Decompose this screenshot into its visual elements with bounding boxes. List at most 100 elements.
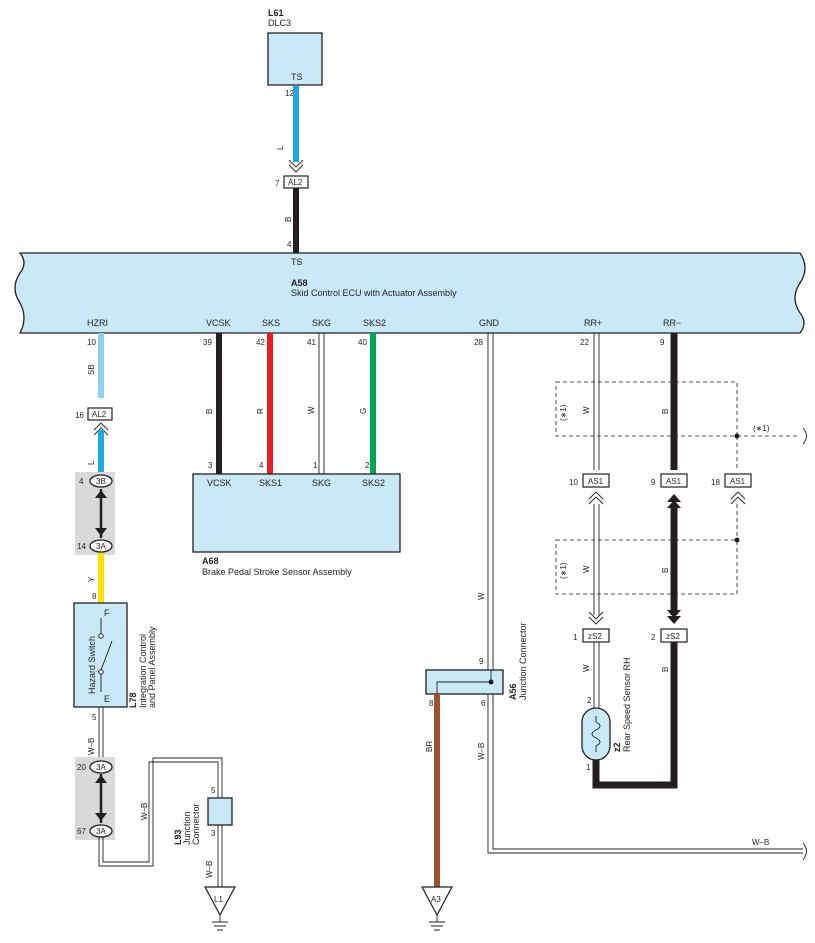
zs2-2-label: zS2 [666,632,680,641]
hazard-term-e: E [104,694,110,704]
hazard-pin-f: 8 [92,592,97,601]
ecu-terminal-rrminus: RR− [663,318,681,328]
ecu-terminal-sks2: SKS2 [363,318,386,328]
ground-symbol-icon [212,915,228,931]
option-box-2 [555,539,738,595]
l93-pin-in: 5 [211,786,216,795]
ecu-top-terminal: TS [291,257,303,267]
pin-sks2: 40 [358,338,367,347]
hazard-pin-e: 5 [92,713,97,722]
sensor-pin-bottom: 1 [586,763,591,772]
pin-hzri: 10 [87,338,96,347]
al2-left-pin: 16 [75,411,84,420]
wire-b-sensor-return [592,642,678,789]
conn-3b-label: 3B [96,477,106,486]
a68-box [192,473,401,553]
ecu-terminal-hzri: HZRI [87,318,108,328]
pin-sks: 42 [256,338,265,347]
as1-18-label: AS1 [730,477,746,486]
zs2-1-pin: 1 [573,633,578,642]
ground-triangle-icon [203,886,237,917]
l93-code: L93 [173,829,183,845]
conn-3a-3-label: 3A [96,827,106,836]
dlc3-pin: 12 [285,89,294,98]
as1-9-pin: 9 [651,478,656,487]
wire-label-sb: SB [87,364,96,375]
wire-label-w-gnd: W [477,592,486,600]
a68-code: A68 [202,556,219,566]
a68-term-sks1: SKS1 [259,478,282,488]
a68-name: Brake Pedal Stroke Sensor Assembly [202,567,352,577]
wire-w-sensor [593,642,600,708]
conn-3a-1-label: 3A [96,542,106,551]
as1-connector-10 [582,473,610,488]
ground-a3-label: A3 [431,895,441,904]
wire-break-icon [802,842,807,861]
ground-symbol-icon [429,915,445,931]
wire-label-l-left: L [87,460,96,465]
wire-wb-left [98,707,104,762]
hazard-name-2: and Panel Assembly [147,626,157,708]
wire-w-rrplus [593,333,600,470]
wire-label-wb-bottom: W–B [752,838,769,847]
l93-pin-out: 3 [211,829,216,838]
a68-term-vcsk: VCSK [207,478,232,488]
ecu-terminal-skg: SKG [312,318,331,328]
al2-left-connector [87,407,113,421]
al2-top-label: AL2 [288,178,303,187]
connector-chevron-icon [730,491,746,505]
dlc3-name: DLC3 [268,18,291,28]
pin-rrminus: 9 [660,338,665,347]
a68-pin-skg: 1 [313,461,318,470]
pin-gnd: 28 [474,338,483,347]
connector-chevron-icon [667,610,681,624]
wire-label-y: Y [87,576,96,582]
a68-term-skg: SKG [312,478,331,488]
a56-code: A56 [508,683,518,700]
pin-vcsk: 39 [203,338,212,347]
zs2-connector-1 [582,628,610,643]
switch-contact [98,669,104,675]
rear-sensor-name: Rear Speed Sensor RH [622,657,632,752]
as1-9-label: AS1 [666,477,682,486]
ecu-terminal-rrplus: RR+ [584,318,602,328]
ecu-code: A58 [291,278,308,288]
wire-label-b-rrminus: B [661,409,670,414]
as1-18-pin: 18 [711,478,720,487]
l93-box [207,797,233,826]
connector-chevron-icon [588,611,604,625]
option-box-1 [555,381,738,437]
ecu-name: Skid Control ECU with Actuator Assembly [291,288,457,298]
wire-label-b-vcsk: B [205,409,214,414]
wire-label-w-skg: W [307,406,316,414]
a68-pin-vcsk: 3 [208,461,213,470]
option-dot [734,537,740,543]
wire-label-b-mid: B [661,568,670,573]
wire-wb-to-l93 [98,757,223,867]
sensor-coil-icon [591,716,601,752]
conn-3a-2-pin: 20 [77,763,86,772]
conn-3a-3-pin: 67 [77,827,86,836]
rear-speed-sensor-body [581,707,611,761]
hazard-switch-box [73,602,128,708]
wire-label-g: G [359,408,368,414]
wire-wb-l1 [217,825,223,887]
wire-label-wb-l1: W–B [205,861,214,878]
switch-blade [100,640,113,671]
connector-chevron-icon [588,491,604,505]
switch-contact [98,633,104,639]
ground-l1-label: L1 [214,895,223,904]
wire-label-w-sensor: W [582,664,591,672]
ecu-terminal-vcsk: VCSK [206,318,231,328]
a56-pin-in: 9 [479,657,484,666]
as1-10-pin: 10 [569,478,578,487]
rear-sensor-code: z2 [612,742,622,752]
conn-3a-1-pin: 14 [77,542,86,551]
wire-w-gnd [487,333,494,670]
al2-top-pin: 7 [275,179,280,188]
a68-pin-sks2: 2 [365,461,370,470]
wire-label-wb-a56: W–B [477,743,486,760]
wire-label-b-top: B [284,217,293,222]
conn-3a-2-label: 3A [96,763,106,772]
